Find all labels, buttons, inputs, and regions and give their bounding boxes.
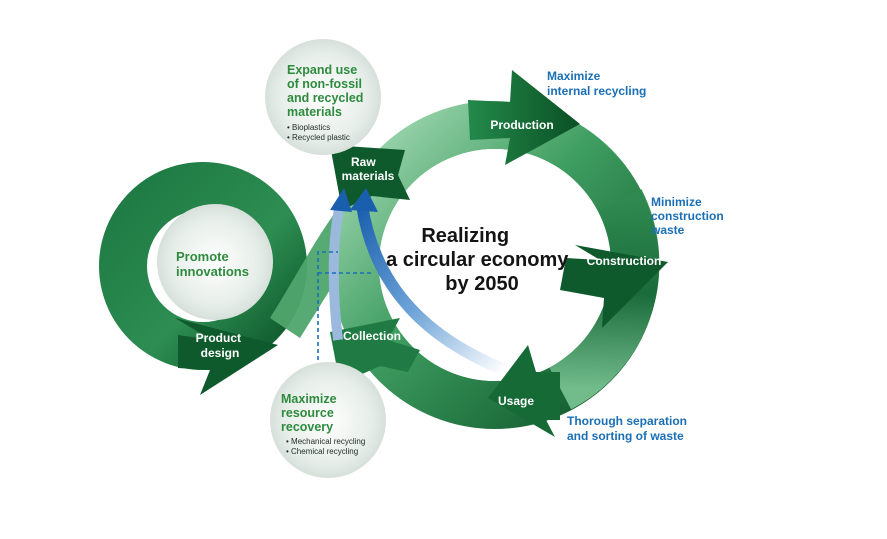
raw-materials-arrowhead [330, 145, 410, 210]
expand-use-title: Expand use of non-fossil and recycled ma… [287, 63, 367, 119]
maximize-recovery-circle [270, 362, 386, 478]
production-arrowhead [468, 70, 580, 165]
product-design-label: Product design [196, 331, 245, 360]
product-design-arrowhead [175, 318, 278, 395]
maximize-recovery-bullets: • Mechanical recycling • Chemical recycl… [286, 437, 368, 456]
usage-label: Usage [498, 394, 534, 408]
blue-arrowhead-outer [330, 188, 352, 212]
blue-recycling-arrow-outer [328, 203, 345, 341]
production-label: Production [490, 118, 553, 132]
promote-innovations-label: Promote innovations [176, 249, 249, 279]
minimize-construction-waste-label: Minimize construction waste [650, 195, 727, 237]
dashed-connector [317, 251, 372, 395]
expand-use-bullets: • Bioplastics • Recycled plastic [287, 123, 350, 142]
expand-use-circle [265, 39, 381, 155]
construction-arrowhead [560, 245, 668, 328]
promote-innovations-circle [157, 204, 273, 320]
blue-arrowhead-inner [350, 188, 378, 212]
usage-arrowhead [488, 345, 560, 437]
maximize-internal-recycling-label: Maximize internal recycling [547, 69, 646, 98]
collection-label: Collection [343, 329, 401, 343]
center-title: Realizing a circular economy by 2050 [386, 225, 574, 295]
construction-label: Construction [587, 254, 662, 268]
maximize-recovery-title: Maximize resource recovery [281, 392, 340, 434]
raw-materials-label: Raw materials [342, 155, 395, 183]
thorough-separation-label: Thorough separation and sorting of waste [567, 414, 690, 443]
blue-recycling-arrow-inner [356, 204, 508, 376]
